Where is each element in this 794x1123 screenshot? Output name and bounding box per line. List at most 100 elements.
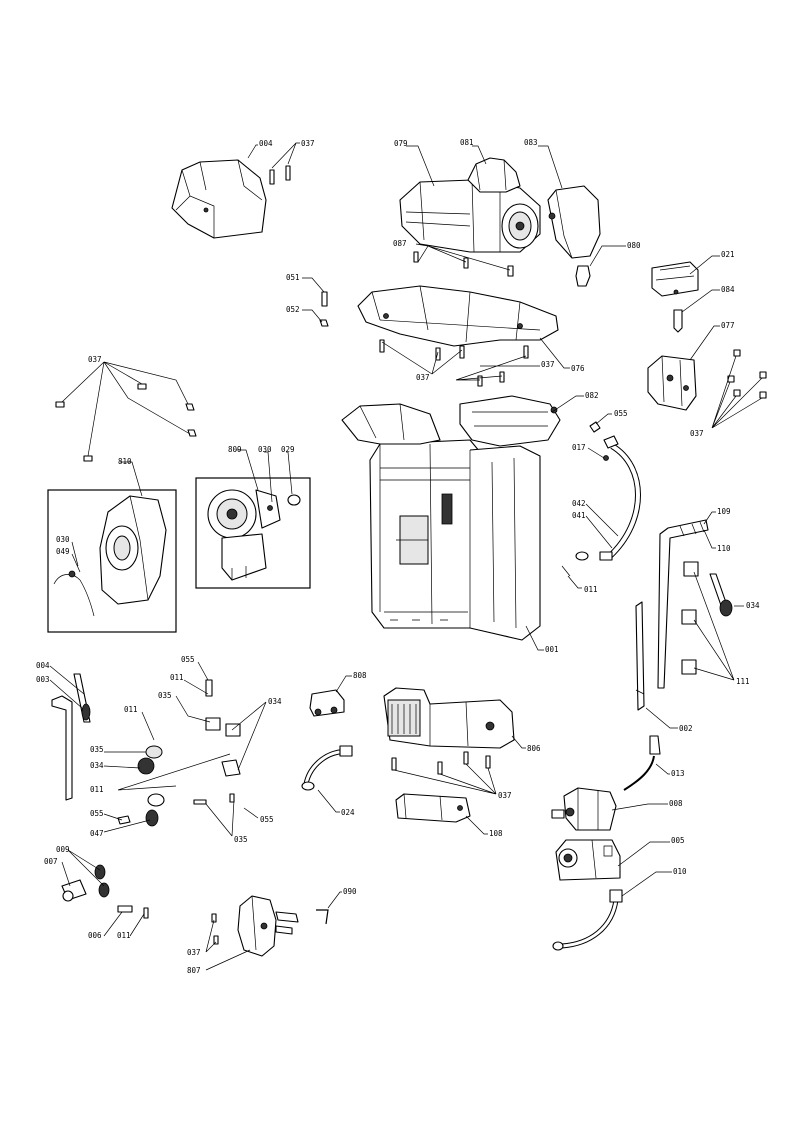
callout-108: 108 <box>489 829 503 838</box>
callout-005: 005 <box>671 836 685 845</box>
part-spring-034 <box>709 573 733 617</box>
callout-042: 042 <box>572 499 586 508</box>
part-brew-unit <box>399 179 541 253</box>
callout-035-a: 035 <box>158 691 172 700</box>
callout-029: 029 <box>281 445 295 454</box>
callout-013: 013 <box>671 769 685 778</box>
part-probe-013 <box>623 735 661 791</box>
callout-111: 111 <box>736 677 750 686</box>
part-rail-109 <box>657 519 709 689</box>
callout-001: 001 <box>545 645 559 654</box>
callout-087: 087 <box>393 239 407 248</box>
callout-810: 810 <box>118 457 132 466</box>
part-rod-002 <box>635 601 645 711</box>
callout-008: 008 <box>669 799 683 808</box>
part-sensor-080 <box>575 265 591 287</box>
callout-077: 077 <box>721 321 735 330</box>
callout-806: 806 <box>527 744 541 753</box>
callout-004-left: 004 <box>36 661 50 670</box>
part-housing-cover <box>171 159 267 239</box>
part-clip-055 <box>589 421 601 433</box>
callout-055-c: 055 <box>90 809 104 818</box>
screw-set-037-right <box>727 349 767 399</box>
part-hose-042 <box>599 435 641 561</box>
screw-set-037-left <box>55 383 197 462</box>
callout-011-c: 011 <box>124 705 138 714</box>
part-lever-004-left <box>51 673 91 801</box>
part-tube-024 <box>301 745 353 791</box>
callout-055-d: 055 <box>260 815 274 824</box>
callout-009: 009 <box>56 845 70 854</box>
callout-007: 007 <box>44 857 58 866</box>
screw-set-037-mid <box>379 339 529 387</box>
callout-110: 110 <box>717 544 731 553</box>
callout-003: 003 <box>36 675 50 684</box>
callout-807: 807 <box>187 966 201 975</box>
callout-030-a: 030 <box>56 535 70 544</box>
callout-010: 010 <box>673 867 687 876</box>
subassembly-box-810 <box>47 489 177 633</box>
callout-079: 079 <box>394 139 408 148</box>
part-heater-806 <box>383 687 515 749</box>
callout-080: 080 <box>627 241 641 250</box>
part-board-108 <box>395 793 471 823</box>
part-hose-010 <box>552 889 623 951</box>
callout-004-top: 004 <box>259 139 273 148</box>
part-tray-082 <box>459 395 561 447</box>
callout-037-right: 037 <box>690 429 704 438</box>
callout-082: 082 <box>585 391 599 400</box>
part-lid-frame <box>341 403 441 445</box>
part-handle-081 <box>467 157 521 193</box>
callout-037-bottom: 037 <box>187 948 201 957</box>
part-clips-111 <box>681 561 699 675</box>
part-main-body-001 <box>369 439 541 641</box>
callout-109: 109 <box>717 507 731 516</box>
part-bracket-077 <box>647 355 697 411</box>
callout-035-c: 035 <box>234 835 248 844</box>
callout-011-d: 011 <box>90 785 104 794</box>
part-pump-809 <box>207 489 301 581</box>
screw-set-087 <box>413 251 514 277</box>
part-sensor-808 <box>309 689 345 717</box>
callout-037-lower: 037 <box>498 791 512 800</box>
callout-808: 808 <box>353 671 367 680</box>
screw-set-037-top <box>269 165 291 185</box>
part-motor-810 <box>53 495 167 617</box>
part-controller-807 <box>211 895 299 957</box>
callout-090: 090 <box>343 887 357 896</box>
callout-034-right: 034 <box>746 601 760 610</box>
screw-set-037-lower <box>391 751 491 775</box>
part-fitting-041 <box>575 551 589 561</box>
callout-809: 809 <box>228 445 242 454</box>
part-valve-009-set <box>61 864 149 919</box>
callout-041: 041 <box>572 511 586 520</box>
callout-037-left: 037 <box>88 355 102 364</box>
part-pump-008 <box>551 787 617 831</box>
callout-011-a: 011 <box>584 585 598 594</box>
callout-037-top: 037 <box>301 139 315 148</box>
part-clip-084 <box>673 309 683 333</box>
part-base-005 <box>555 839 621 881</box>
part-frame-076 <box>357 285 559 347</box>
callout-034-left: 034 <box>90 761 104 770</box>
subassembly-box-809 <box>195 477 311 589</box>
callout-076: 076 <box>571 364 585 373</box>
callout-055-b: 055 <box>181 655 195 664</box>
callout-083: 083 <box>524 138 538 147</box>
callout-047: 047 <box>90 829 104 838</box>
callout-052: 052 <box>286 305 300 314</box>
callout-035-b: 035 <box>90 745 104 754</box>
callout-051: 051 <box>286 273 300 282</box>
callout-055-a: 055 <box>614 409 628 418</box>
callout-084: 084 <box>721 285 735 294</box>
part-clip-090 <box>316 909 329 925</box>
callout-011-b: 011 <box>170 673 184 682</box>
callout-006: 006 <box>88 931 102 940</box>
part-valve-group <box>117 679 241 827</box>
callout-034-mid: 034 <box>268 697 282 706</box>
callout-017: 017 <box>572 443 586 452</box>
callout-024: 024 <box>341 808 355 817</box>
callout-021: 021 <box>721 250 735 259</box>
callout-002: 002 <box>679 724 693 733</box>
